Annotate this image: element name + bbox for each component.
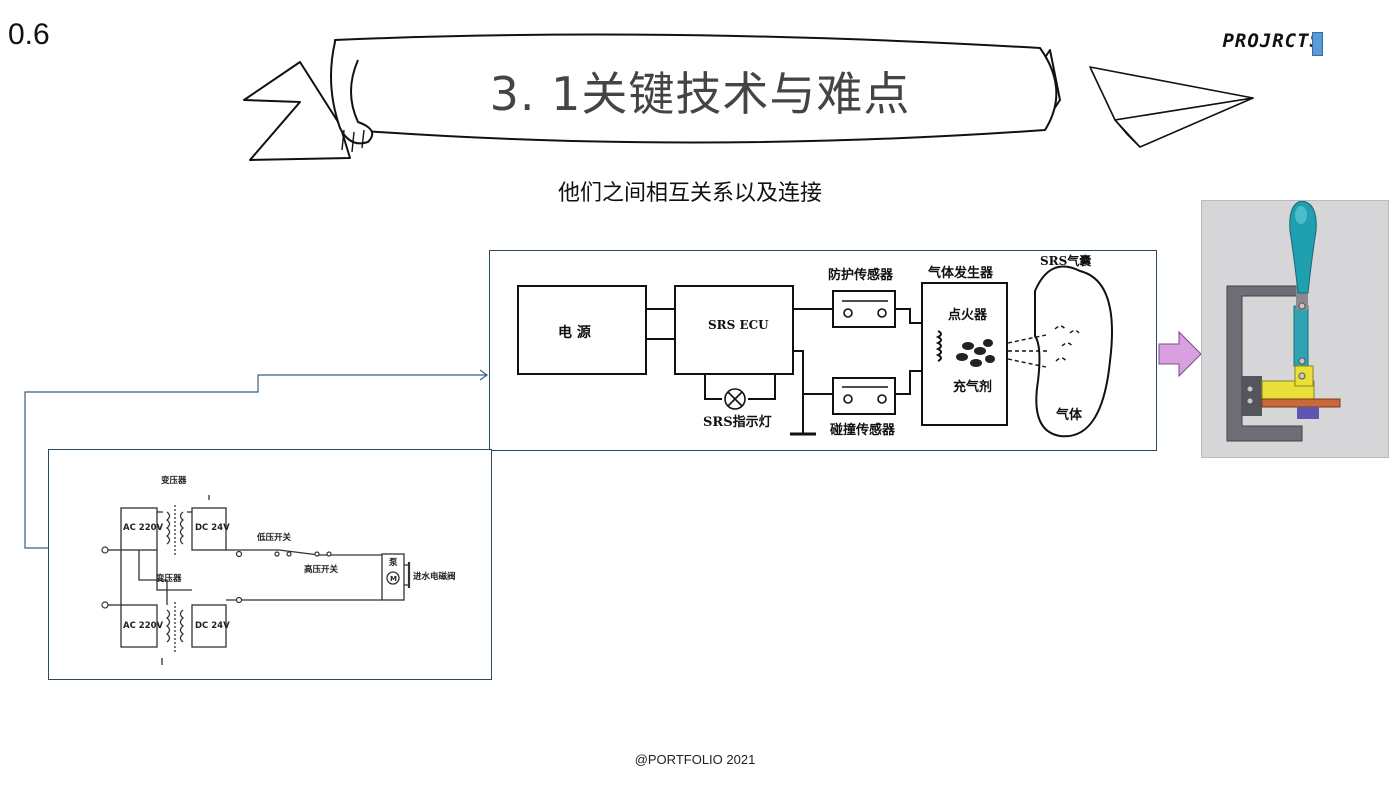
page-number: 0.6 <box>8 18 50 51</box>
power-label: 电 源 <box>558 324 591 341</box>
protect-sensor-label: 防护传感器 <box>828 267 894 283</box>
airbag-shape <box>1034 265 1113 438</box>
gas-label: 气体 <box>1056 407 1083 423</box>
footer-copyright: @PORTFOLIO 2021 <box>634 752 756 767</box>
transformer-1-label: 变压器 <box>161 475 187 486</box>
valve-label: 进水电磁阀 <box>413 571 456 582</box>
right-arrow-icon <box>1158 330 1202 378</box>
propellant-label: 充气剂 <box>953 379 992 395</box>
ac-2-label: AC 220V <box>123 621 164 631</box>
transformer-2-label: 变压器 <box>156 573 182 584</box>
srs-system-diagram: 电 源 SRS ECU SRS指示灯 防护传感器 碰撞传感器 气体发生器 点火器… <box>489 250 1157 451</box>
brand-label: PROJRCTS <box>1222 30 1322 52</box>
igniter-label: 点火器 <box>948 307 988 323</box>
gas-generator-label: 气体发生器 <box>928 265 994 281</box>
brand-accent-bar <box>1312 32 1323 56</box>
page-subtitle: 他们之间相互关系以及连接 <box>557 181 822 206</box>
ecu-block <box>674 285 794 375</box>
power-block <box>517 285 647 375</box>
ac-1-label: AC 220V <box>123 523 164 533</box>
crash-sensor-label: 碰撞传感器 <box>830 422 896 438</box>
low-switch-label: 低压开关 <box>256 532 292 543</box>
pump-label: 泵 <box>389 557 398 568</box>
lamp-label: SRS指示灯 <box>703 414 772 430</box>
airbag-label: SRS气囊 <box>1040 253 1092 268</box>
gas-generator-block <box>921 282 1008 426</box>
dc-2-label: DC 24V <box>195 621 230 631</box>
high-switch-label: 高压开关 <box>304 564 339 575</box>
motor-label: M <box>390 575 397 583</box>
dc-1-label: DC 24V <box>195 523 230 533</box>
page-title: 3. 1关键技术与难点 <box>489 67 911 121</box>
protect-sensor-block <box>832 290 896 328</box>
crash-sensor-block <box>832 377 896 415</box>
ecu-label: SRS ECU <box>708 318 769 332</box>
product-render-image <box>1201 200 1389 458</box>
ribbon-banner-icon <box>243 33 1061 161</box>
paper-plane-icon <box>1089 66 1254 148</box>
transformer-circuit-diagram: 变压器 变压器 AC 220V AC 220V DC 24V DC 24V 低压… <box>48 449 492 680</box>
